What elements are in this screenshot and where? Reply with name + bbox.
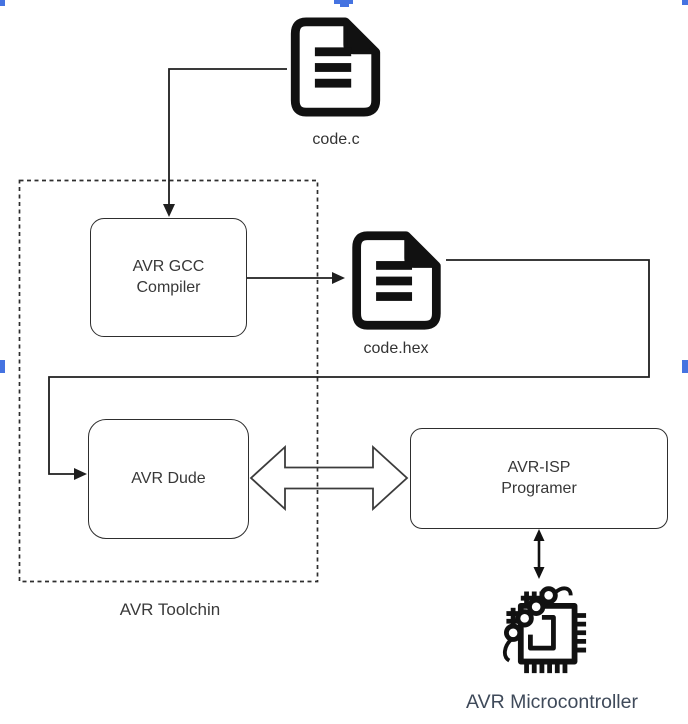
arrowhead-down-icon — [163, 204, 175, 217]
blue-artifact-top-center-tab — [340, 3, 349, 7]
document-file-icon — [290, 17, 381, 117]
vertical-double-arrow-icon — [533, 529, 545, 579]
programmer-node: AVR-ISP Programer — [410, 428, 668, 529]
compiler-node: AVR GCC Compiler — [90, 218, 247, 337]
arrowhead-right-icon — [332, 272, 345, 284]
blue-artifact-left-edge — [0, 360, 5, 373]
blue-artifact-right-edge — [682, 360, 688, 373]
code-c-file-icon — [288, 15, 383, 119]
microcontroller-chip-icon — [503, 586, 587, 674]
connector-codehex-to-avrdude — [48, 259, 650, 475]
compiler-label: AVR GCC Compiler — [132, 257, 205, 296]
microcontroller-label: AVR Microcontroller — [466, 691, 638, 713]
blue-artifact-top-center — [334, 0, 353, 4]
toolchain-group-label: AVR Toolchin — [119, 600, 221, 619]
arrowhead-right-icon — [74, 468, 87, 480]
avr-dude-label: AVR Dude — [131, 469, 206, 487]
code-c-label: code.c — [312, 131, 360, 148]
blue-artifact-top-right — [682, 0, 688, 5]
toolchain-group-border — [18, 179, 319, 583]
hollow-double-arrow-icon — [249, 444, 409, 512]
connector-codec-to-compiler — [168, 68, 287, 205]
programmer-label: AVR-ISP Programer — [501, 458, 577, 497]
document-file-icon — [352, 231, 441, 330]
code-hex-label: code.hex — [363, 340, 429, 357]
microcontroller-node — [492, 577, 588, 677]
blue-artifact-top-left — [0, 0, 5, 6]
avr-dude-node: AVR Dude — [88, 419, 249, 539]
code-hex-file-icon — [348, 229, 445, 332]
